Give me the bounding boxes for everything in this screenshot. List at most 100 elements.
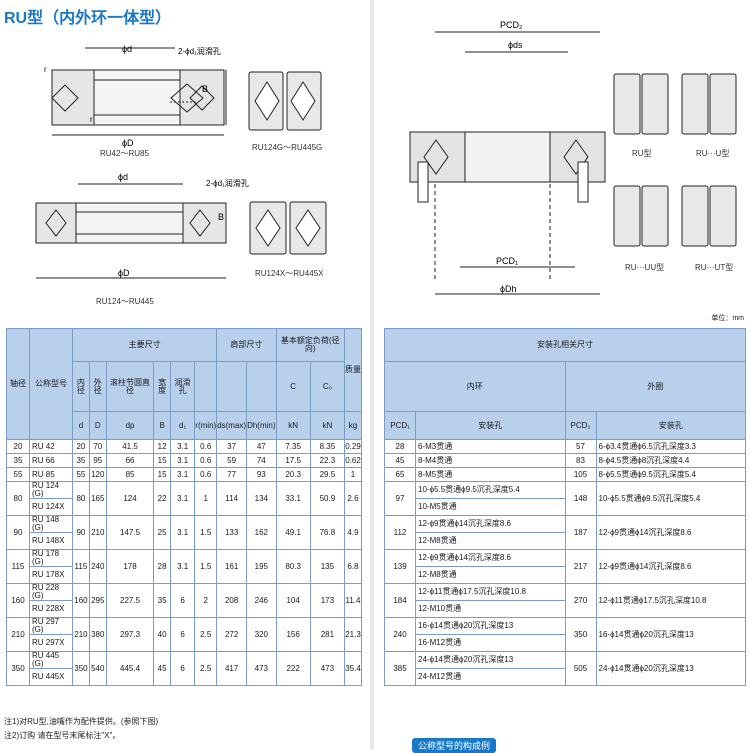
cell-model: RU 42 bbox=[29, 439, 73, 454]
hdr-lube: 润滑孔 bbox=[169, 361, 196, 412]
cell-pcd1: 112 bbox=[384, 515, 416, 550]
hdr-inner-ring: 内环 bbox=[384, 361, 566, 412]
cell-shaft: 350 bbox=[6, 651, 30, 686]
cell-pcd1: 65 bbox=[384, 467, 416, 482]
cell-ds: 208 bbox=[216, 583, 248, 618]
cell-pcd1: 385 bbox=[384, 651, 416, 686]
hdr-d1: d₁ bbox=[169, 411, 196, 440]
cell-d: 380 bbox=[88, 617, 107, 652]
cell-shaft: 210 bbox=[6, 617, 30, 652]
cell-pcd2: 505 bbox=[564, 651, 597, 686]
caption-ru124x: RU124X～RU445X bbox=[255, 269, 324, 278]
cell-dp: 66 bbox=[105, 453, 155, 468]
cell-kg: 2.6 bbox=[343, 481, 363, 516]
cell-model: RU 124 (G) bbox=[29, 481, 73, 499]
cell-kg: 6.8 bbox=[343, 549, 363, 584]
cell-d: 115 bbox=[72, 549, 90, 584]
cell-pcd2: 350 bbox=[564, 617, 597, 652]
cell-dh: 74 bbox=[246, 453, 277, 468]
cell-c0: 173 bbox=[309, 583, 345, 618]
cell-d: 540 bbox=[88, 651, 107, 686]
cell-shaft: 90 bbox=[6, 515, 30, 550]
note-1: 注1)对RU型,油嘴作为配件提供。(参照下图) bbox=[4, 717, 159, 726]
cell-shaft: 160 bbox=[6, 583, 30, 618]
cell-model: RU 178X bbox=[29, 566, 73, 584]
cell-model: RU 66 bbox=[29, 453, 73, 468]
label-B-2: B bbox=[218, 212, 224, 222]
cell-d: 165 bbox=[88, 481, 107, 516]
label-D: ϕD bbox=[122, 138, 134, 148]
cell-pcd1: 240 bbox=[384, 617, 416, 652]
cell-outer-hole: 12-ϕ9贯通ϕ14沉孔深度8.6 bbox=[595, 515, 746, 550]
cell-c: 17.5 bbox=[275, 453, 311, 468]
cell-r: 1.5 bbox=[194, 515, 218, 550]
cell-shaft: 115 bbox=[6, 549, 30, 584]
cell-d: 160 bbox=[72, 583, 90, 618]
cell-dp: 147.5 bbox=[105, 515, 155, 550]
cell-r: 0.6 bbox=[194, 467, 218, 482]
hdr-rmin: r(min) bbox=[194, 411, 218, 440]
hdr-outer-ring: 外圈 bbox=[564, 361, 746, 412]
label-lube-hole-2: 2-ϕd₁润滑孔 bbox=[206, 178, 249, 188]
cell-c0: 76.8 bbox=[309, 515, 345, 550]
label-r-2: r bbox=[90, 115, 93, 124]
drawing-ru124-445: ϕd 2-ϕd₁润滑孔 ϕD B bbox=[35, 172, 249, 279]
hdr-d: d bbox=[72, 411, 90, 440]
cell-c: 222 bbox=[275, 651, 311, 686]
cell-d: 80 bbox=[72, 481, 90, 516]
type-ru-uu: RU···UU型 bbox=[625, 263, 665, 272]
label-B: B bbox=[202, 84, 208, 94]
cell-r: 1.5 bbox=[194, 549, 218, 584]
type-sections bbox=[613, 73, 737, 247]
cell-model: RU 148X bbox=[29, 532, 73, 550]
cell-dh: 47 bbox=[246, 439, 277, 454]
cell-c0: 473 bbox=[309, 651, 345, 686]
label-d-2: ϕd bbox=[118, 172, 128, 182]
drawing-ru124g bbox=[248, 71, 322, 131]
hdr-ds: ds(max) bbox=[216, 411, 248, 440]
cell-dh: 320 bbox=[246, 617, 277, 652]
cell-c0: 29.5 bbox=[309, 467, 345, 482]
cell-pcd2: 148 bbox=[564, 481, 597, 516]
cell-kg: 11.4 bbox=[343, 583, 363, 618]
cell-outer-hole: 24-ϕ14贯通ϕ20沉孔深度13 bbox=[595, 651, 746, 686]
cell-model: RU 124X bbox=[29, 498, 73, 516]
hdr-D: D bbox=[88, 411, 107, 440]
cell-b: 40 bbox=[153, 617, 171, 652]
cell-c0: 50.9 bbox=[309, 481, 345, 516]
cell-inner-hole: 6-M3贯通 bbox=[415, 439, 566, 454]
type-ru-u: RU···U型 bbox=[696, 149, 730, 158]
cell-ds: 417 bbox=[216, 651, 248, 686]
hdr-dp: dp bbox=[105, 411, 155, 440]
hdr-hole1: 安装孔 bbox=[415, 411, 566, 440]
cell-d: 35 bbox=[72, 453, 90, 468]
cell-kg: 0.29 bbox=[343, 439, 363, 454]
cell-d1: 6 bbox=[169, 651, 196, 686]
cell-d1: 3.1 bbox=[169, 453, 196, 468]
cell-dh: 93 bbox=[246, 467, 277, 482]
cell-d: 20 bbox=[72, 439, 90, 454]
cell-d1: 3.1 bbox=[169, 439, 196, 454]
cell-inner-hole: 24-ϕ14贯通ϕ20沉孔深度13 bbox=[415, 651, 566, 669]
cell-inner-hole: 12-ϕ9贯通ϕ14沉孔深度8.6 bbox=[415, 549, 566, 567]
note-2: 注2)订购 请在型号末尾标注"X"。 bbox=[4, 731, 121, 740]
type-ru-ut: RU···UT型 bbox=[695, 263, 734, 272]
cell-model: RU 178 (G) bbox=[29, 549, 73, 567]
cell-ds: 37 bbox=[216, 439, 248, 454]
cell-b: 35 bbox=[153, 583, 171, 618]
unit-label: 单位：mm bbox=[711, 315, 744, 322]
label-r: r bbox=[44, 65, 47, 74]
cell-inner-hole: 8-M4贯通 bbox=[415, 453, 566, 468]
cell-ds: 59 bbox=[216, 453, 248, 468]
cell-b: 15 bbox=[153, 467, 171, 482]
hdr-outer: 外径 bbox=[88, 361, 107, 412]
hdr-kg: kg bbox=[343, 411, 363, 440]
cell-d: 120 bbox=[88, 467, 107, 482]
